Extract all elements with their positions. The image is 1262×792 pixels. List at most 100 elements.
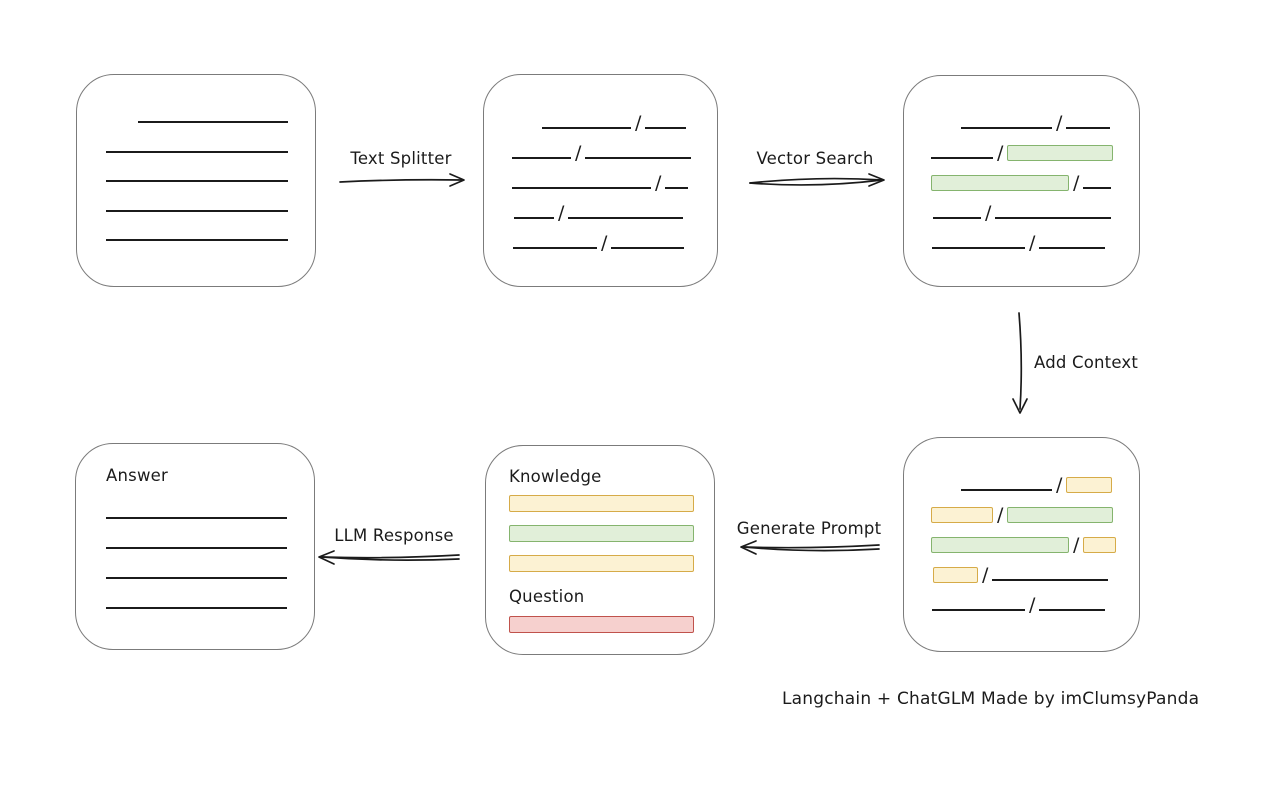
answer-lines <box>106 517 314 609</box>
knowledge-title: Knowledge <box>509 467 602 486</box>
vector-search-label: Vector Search <box>756 149 874 168</box>
text-line <box>106 577 287 579</box>
yellow-highlight-bar <box>1083 537 1117 553</box>
slash-separator: / <box>575 142 582 164</box>
red-bar <box>509 616 694 633</box>
chunk-row: / <box>512 219 717 253</box>
llm-response-arrow <box>318 550 460 565</box>
chunk-row: / <box>931 581 1139 615</box>
chunk-row: / <box>931 99 1139 133</box>
slash-separator: / <box>1073 172 1080 194</box>
text-splitter-arrow <box>339 173 465 187</box>
document-lines <box>77 75 315 286</box>
green-bar <box>509 525 694 542</box>
green-highlight-bar <box>1007 507 1114 523</box>
slash-separator: / <box>997 504 1004 526</box>
question-bars <box>509 616 714 633</box>
text-line <box>138 121 288 123</box>
text-line <box>106 239 288 241</box>
answer-title: Answer <box>106 466 168 485</box>
answer-box: Answer <box>75 443 315 650</box>
text-line <box>933 217 981 219</box>
green-highlight-bar <box>931 175 1069 191</box>
chunk-row: / <box>512 189 717 223</box>
chunk-row: / <box>931 551 1139 585</box>
text-splitter-label: Text Splitter <box>350 149 452 168</box>
chunk-row: / <box>931 129 1139 163</box>
text-line <box>1039 247 1106 249</box>
chunk-row: / <box>931 491 1139 525</box>
vector-search-result-box: / / / / / <box>903 75 1140 287</box>
slash-separator: / <box>601 232 608 254</box>
llm-response-label: LLM Response <box>334 526 454 545</box>
split-text-box: / / / / / <box>483 74 718 287</box>
text-line <box>106 150 288 153</box>
green-highlight-bar <box>1007 145 1114 161</box>
text-line <box>1066 127 1111 129</box>
answer-content: Answer <box>76 444 314 649</box>
text-line <box>106 547 287 549</box>
text-line <box>106 209 288 212</box>
add-context-arrow <box>1012 312 1028 414</box>
chunk-row: / <box>931 159 1139 193</box>
text-line <box>514 217 554 219</box>
text-line <box>1039 609 1106 611</box>
split-text-rows: / / / / / <box>484 75 717 286</box>
slash-separator: / <box>997 142 1004 164</box>
vector-search-rows: / / / / / <box>904 76 1139 286</box>
chunk-row: / <box>931 219 1139 253</box>
chunk-row: / <box>931 521 1139 555</box>
yellow-highlight-bar <box>931 507 993 523</box>
text-line <box>513 247 597 249</box>
text-line <box>995 217 1112 219</box>
slash-separator: / <box>1029 594 1036 616</box>
add-context-label: Add Context <box>1034 353 1139 372</box>
text-line <box>961 127 1052 129</box>
text-line <box>932 247 1025 249</box>
text-line <box>106 180 288 182</box>
context-result-box: / / / / / <box>903 437 1140 652</box>
knowledge-bars <box>509 495 714 572</box>
text-line <box>542 127 631 129</box>
chunk-row: / <box>931 461 1139 495</box>
slash-separator: / <box>1056 474 1063 496</box>
prompt-content: Knowledge Question <box>486 446 714 654</box>
question-title: Question <box>509 587 585 606</box>
yellow-highlight-bar <box>933 567 978 583</box>
context-rows: / / / / / <box>904 438 1139 651</box>
slash-separator: / <box>1056 112 1063 134</box>
text-line <box>568 217 684 219</box>
yellow-bar <box>509 555 694 572</box>
yellow-bar <box>509 495 694 512</box>
prompt-box: Knowledge Question <box>485 445 715 655</box>
text-line <box>585 157 692 159</box>
chunk-row: / <box>512 159 717 193</box>
chunk-row: / <box>512 129 717 163</box>
text-line <box>106 607 287 609</box>
text-line <box>665 187 689 189</box>
slash-separator: / <box>985 202 992 224</box>
text-line <box>512 157 571 159</box>
caption-text: Langchain + ChatGLM Made by imClumsyPand… <box>782 689 1200 709</box>
slash-separator: / <box>982 564 989 586</box>
slash-separator: / <box>655 172 662 194</box>
green-highlight-bar <box>931 537 1069 553</box>
text-line <box>611 247 685 249</box>
slash-separator: / <box>635 112 642 134</box>
chunk-row: / <box>931 189 1139 223</box>
slash-separator: / <box>1073 534 1080 556</box>
slash-separator: / <box>558 202 565 224</box>
generate-prompt-label: Generate Prompt <box>736 519 882 538</box>
generate-prompt-arrow <box>740 540 880 555</box>
text-line <box>106 517 287 519</box>
slash-separator: / <box>1029 232 1036 254</box>
text-line <box>645 127 687 129</box>
text-line <box>932 609 1025 611</box>
text-line <box>1083 187 1112 189</box>
text-line <box>512 187 651 189</box>
source-document-box <box>76 74 316 287</box>
text-line <box>931 157 993 159</box>
text-line <box>992 579 1109 581</box>
vector-search-arrow <box>749 173 885 187</box>
